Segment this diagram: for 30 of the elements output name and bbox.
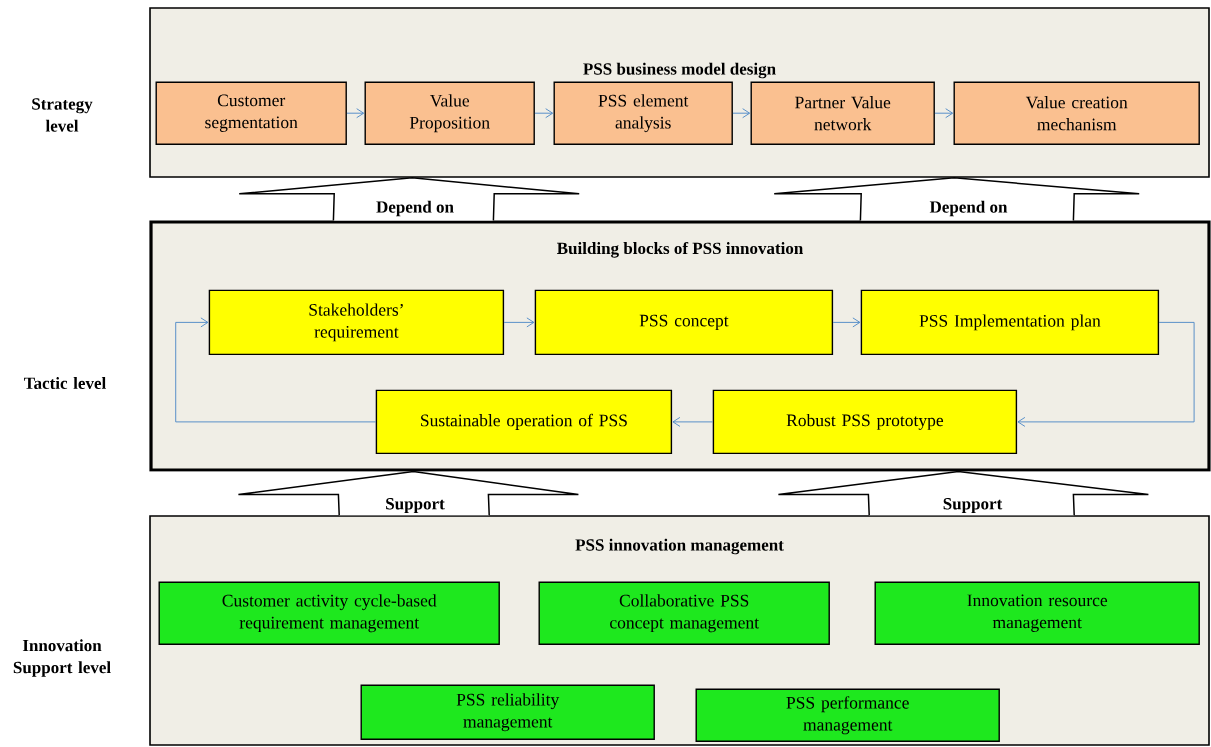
process-box: PSS performance management: [695, 688, 1000, 742]
process-box: PSS Implementation plan: [860, 289, 1160, 356]
process-box: Stakeholders’ requirement: [208, 289, 505, 356]
block-arrow: [777, 470, 1150, 516]
process-box: Customer activity cycle-based requirement management: [158, 581, 500, 645]
process-box: Partner Value network: [750, 81, 935, 145]
process-box: Sustainable operation of PSS: [375, 389, 673, 455]
level-label: Tactic level: [24, 377, 106, 389]
arrow: [534, 108, 554, 119]
process-box: Innovation resource management: [874, 581, 1200, 645]
process-box: PSS concept: [534, 289, 834, 356]
arrow: [1017, 321, 1195, 427]
level-label: Strategy level: [32, 98, 93, 132]
process-box: PSS reliability management: [360, 684, 655, 740]
arrow: [346, 108, 365, 119]
edge-label: Depend on: [374, 199, 456, 218]
arrow: [175, 317, 377, 423]
arrow: [672, 416, 714, 427]
arrow: [832, 317, 861, 328]
process-box: Value creation mechanism: [953, 81, 1200, 145]
level-label: Innovation Support level: [13, 639, 111, 677]
process-box: PSS element analysis: [553, 81, 733, 145]
arrow: [732, 108, 751, 119]
edge-label: Depend on: [928, 199, 1009, 218]
process-box: Value Proposition: [364, 81, 535, 145]
arrow: [503, 317, 535, 328]
process-box: Customer segmentation: [155, 81, 347, 145]
process-box: Collaborative PSS concept management: [538, 581, 830, 645]
process-box: Robust PSS prototype: [712, 389, 1018, 455]
arrow: [934, 108, 954, 119]
